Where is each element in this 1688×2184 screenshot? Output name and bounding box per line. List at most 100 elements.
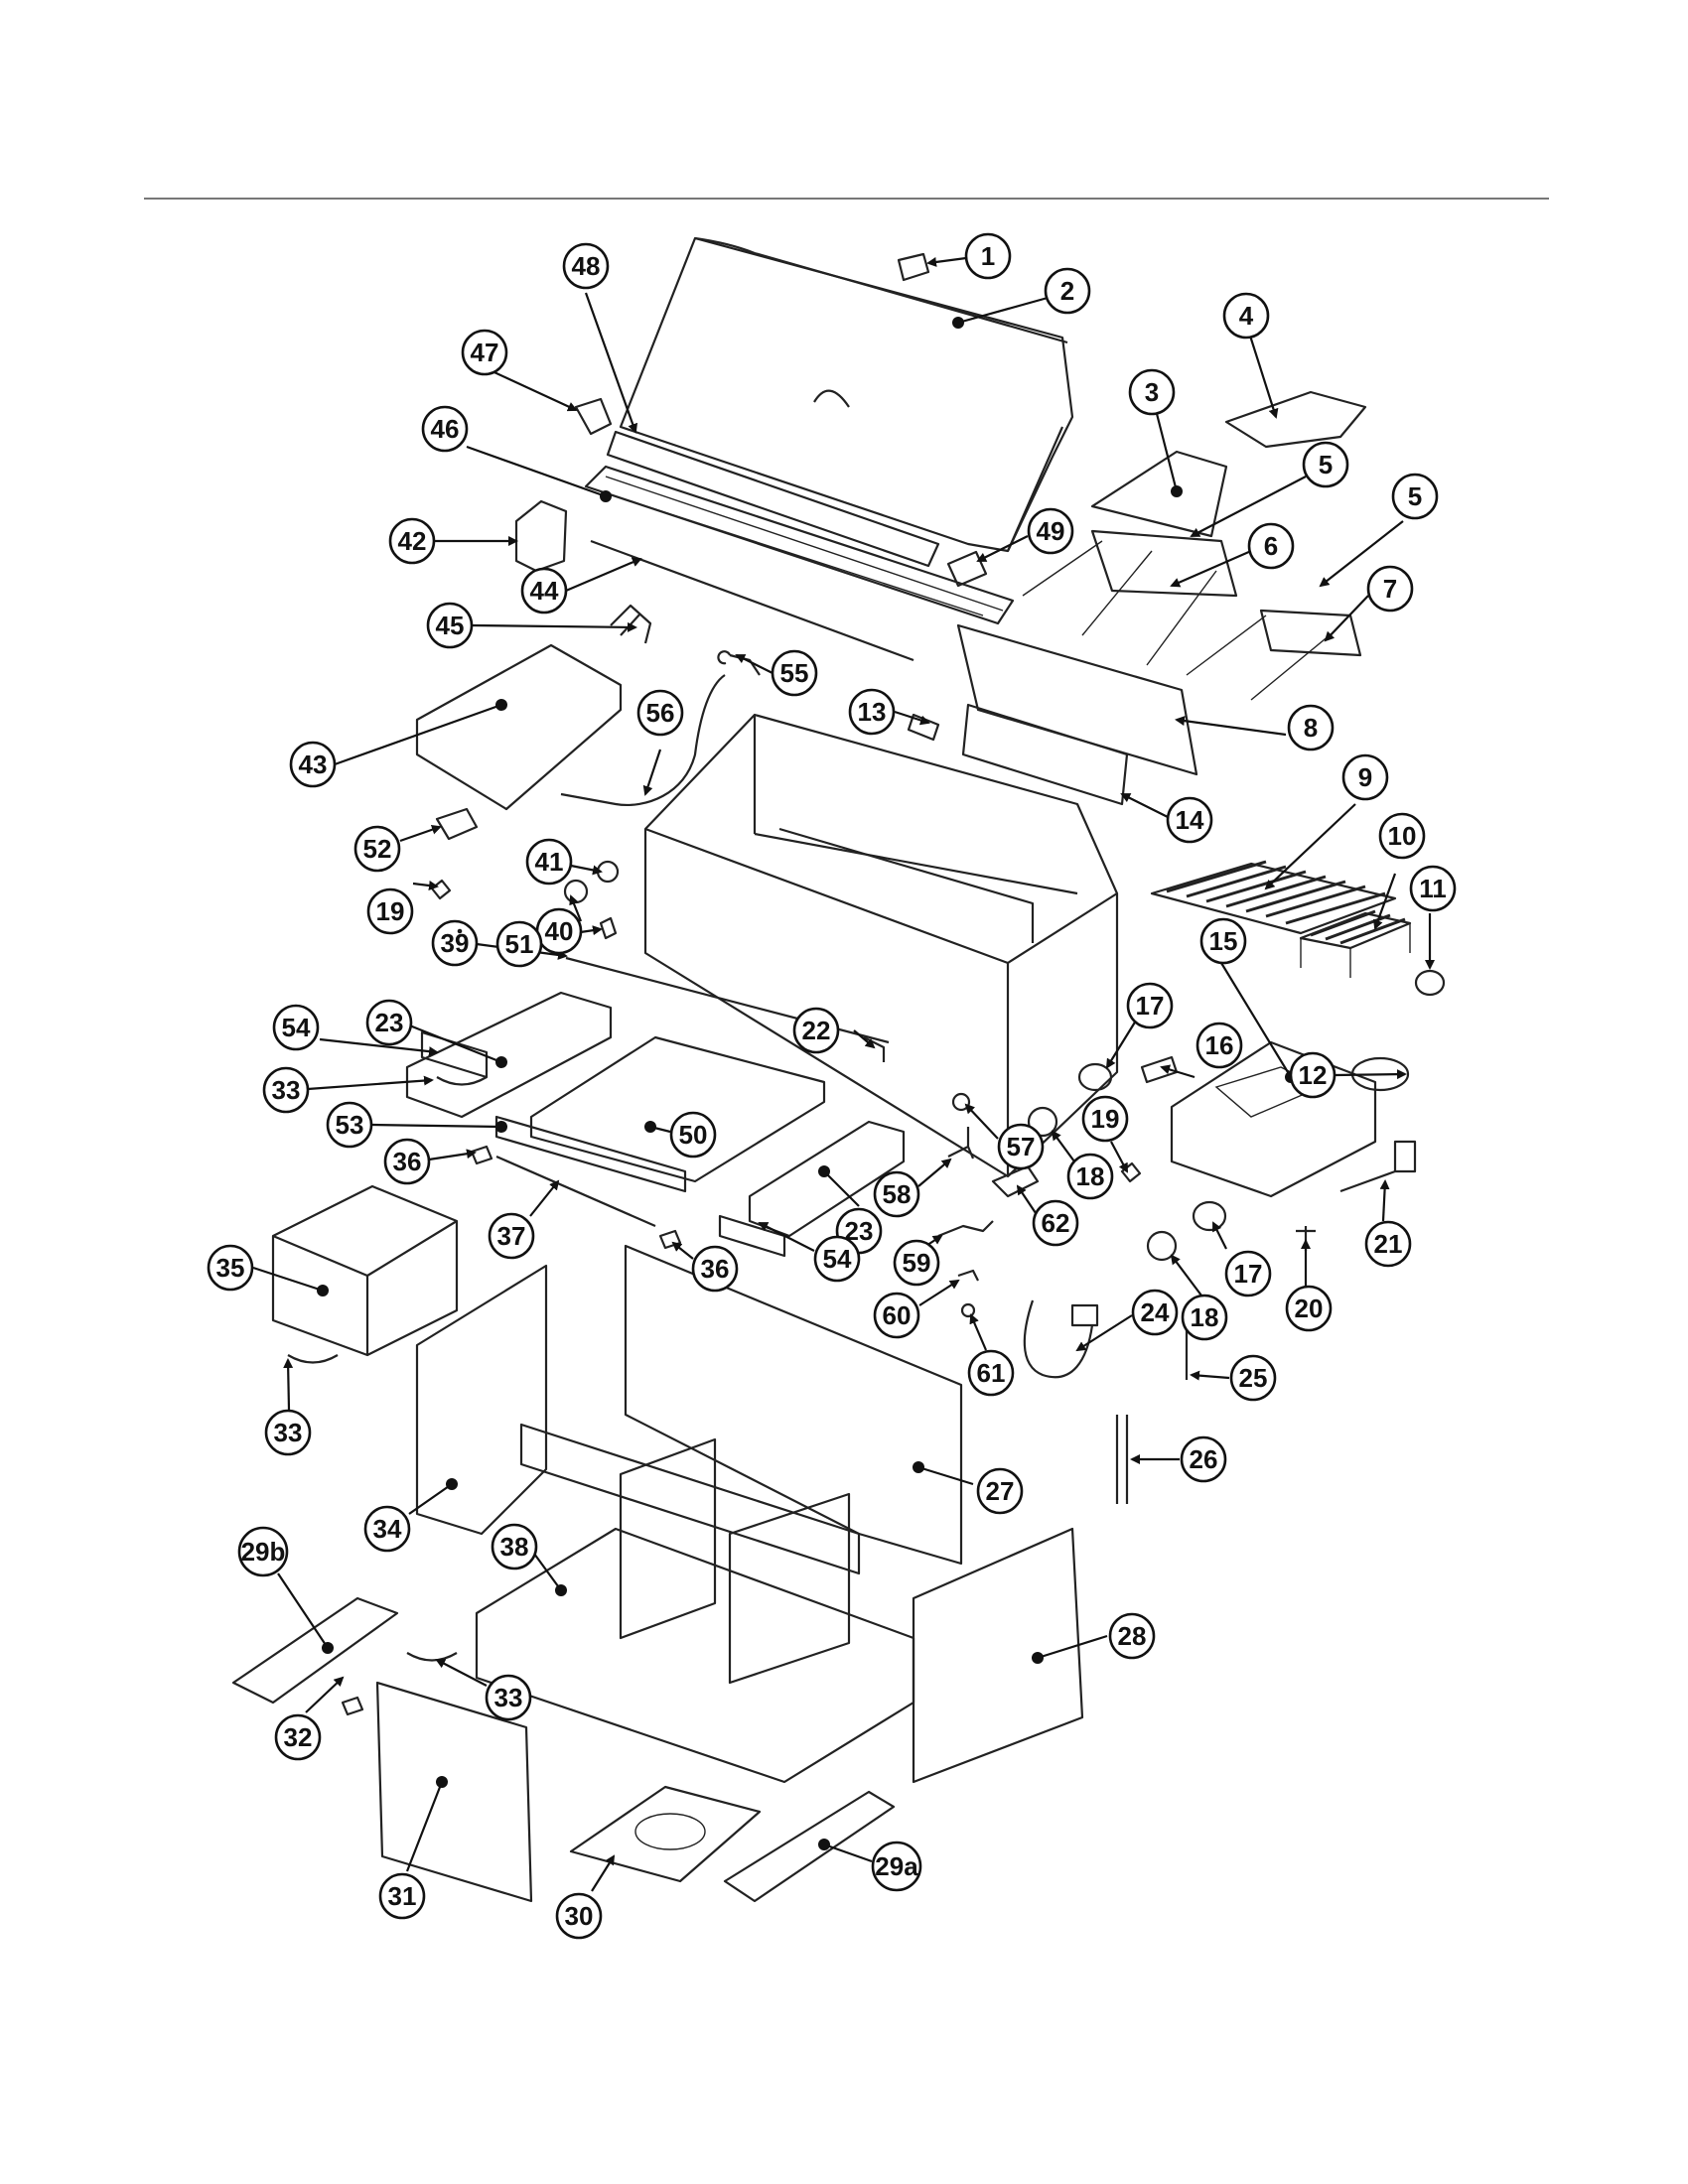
svg-text:18: 18 bbox=[1076, 1161, 1105, 1191]
handle-part bbox=[436, 1076, 488, 1086]
drawer-part-edge bbox=[272, 1220, 458, 1355]
svg-text:39: 39 bbox=[441, 928, 470, 958]
callout-18b: 18 bbox=[1181, 1294, 1228, 1341]
svg-text:25: 25 bbox=[1239, 1363, 1268, 1393]
side-burner-box-part bbox=[1170, 1040, 1377, 1198]
svg-text:33: 33 bbox=[272, 1075, 301, 1105]
small-grate-part bbox=[1299, 909, 1412, 978]
callout-40-bubble: 40 bbox=[535, 907, 583, 955]
svg-text:49: 49 bbox=[1037, 516, 1065, 546]
svg-text:58: 58 bbox=[883, 1179, 912, 1209]
callout-53: 53 bbox=[326, 1101, 373, 1149]
svg-text:15: 15 bbox=[1209, 926, 1238, 956]
callout-42: 42 bbox=[388, 517, 436, 565]
callout-35: 35 bbox=[207, 1244, 254, 1292]
electrode-part-right bbox=[1120, 1161, 1142, 1183]
callout-29a: 29a bbox=[871, 1841, 922, 1892]
svg-text:30: 30 bbox=[565, 1901, 594, 1931]
tank-plate-part bbox=[569, 1785, 762, 1883]
callout-14: 14 bbox=[1166, 796, 1213, 844]
frame-part bbox=[519, 1423, 861, 1575]
callout-32: 32 bbox=[274, 1713, 322, 1761]
callout-15: 15 bbox=[1199, 917, 1247, 965]
svg-text:14: 14 bbox=[1176, 805, 1204, 835]
callout-46: 46 bbox=[421, 405, 469, 453]
rod-part bbox=[590, 539, 914, 662]
svg-text:35: 35 bbox=[216, 1253, 245, 1283]
rear-burner-cover-part bbox=[956, 623, 1198, 776]
knob-part bbox=[1027, 1106, 1058, 1138]
rotisserie-fork-part bbox=[610, 604, 652, 644]
callout-23a: 23 bbox=[365, 999, 413, 1046]
callout-19b: 19 bbox=[1081, 1095, 1129, 1143]
knob-part-lower bbox=[1146, 1230, 1178, 1262]
burner-cap-part bbox=[1414, 969, 1446, 997]
callout-12: 12 bbox=[1289, 1051, 1336, 1099]
hose-part bbox=[560, 674, 726, 806]
callout-22: 22 bbox=[792, 1007, 840, 1054]
latch-part bbox=[341, 1696, 364, 1716]
left-panel-part bbox=[415, 1264, 548, 1536]
callout-51-bubble: 51 bbox=[495, 920, 543, 968]
svg-text:24: 24 bbox=[1141, 1297, 1170, 1327]
svg-text:18: 18 bbox=[1191, 1302, 1219, 1332]
regulator-hose-part bbox=[1023, 1299, 1099, 1379]
door-part bbox=[375, 1681, 533, 1903]
svg-text:33: 33 bbox=[494, 1683, 523, 1712]
callout-49: 49 bbox=[1027, 507, 1074, 555]
handle-bar-part bbox=[606, 430, 940, 568]
callout-18a: 18 bbox=[1066, 1153, 1114, 1200]
svg-text:37: 37 bbox=[497, 1221, 526, 1251]
valve-part bbox=[1339, 1140, 1417, 1193]
callout-29b: 29b bbox=[237, 1526, 289, 1577]
callout-34: 34 bbox=[363, 1505, 411, 1553]
svg-text:51: 51 bbox=[505, 929, 534, 959]
callout-9: 9 bbox=[1341, 753, 1389, 801]
callout-8: 8 bbox=[1287, 704, 1335, 751]
svg-text:8: 8 bbox=[1304, 713, 1318, 743]
callout-26: 26 bbox=[1180, 1435, 1227, 1483]
firebox-part bbox=[643, 713, 1119, 1178]
callout-13: 13 bbox=[848, 688, 896, 736]
svg-text:43: 43 bbox=[299, 750, 328, 779]
svg-text:57: 57 bbox=[1007, 1132, 1036, 1161]
callout-11: 11 bbox=[1409, 865, 1457, 912]
svg-text:19: 19 bbox=[376, 896, 405, 926]
caster-plate-right-part bbox=[723, 1790, 896, 1903]
svg-text:47: 47 bbox=[471, 338, 499, 367]
svg-text:3: 3 bbox=[1145, 377, 1159, 407]
bezel-part-lower bbox=[1192, 1200, 1227, 1232]
callout-5b: 5 bbox=[1391, 473, 1439, 520]
svg-text:38: 38 bbox=[500, 1532, 529, 1562]
svg-text:29a: 29a bbox=[875, 1851, 918, 1881]
fitting-part bbox=[599, 916, 618, 940]
callout-48: 48 bbox=[562, 242, 610, 290]
svg-text:16: 16 bbox=[1205, 1030, 1234, 1060]
svg-text:27: 27 bbox=[986, 1476, 1015, 1506]
callout-36a: 36 bbox=[383, 1138, 431, 1185]
svg-text:52: 52 bbox=[363, 834, 392, 864]
svg-text:17: 17 bbox=[1234, 1259, 1263, 1289]
svg-text:44: 44 bbox=[530, 576, 559, 606]
svg-text:7: 7 bbox=[1383, 574, 1397, 604]
callout-19a: 19 bbox=[366, 887, 414, 935]
handle-end-left-part bbox=[574, 397, 613, 436]
badge-part bbox=[897, 252, 930, 282]
callout-27: 27 bbox=[976, 1467, 1024, 1515]
callout-3: 3 bbox=[1128, 368, 1176, 416]
bezel-part bbox=[1077, 1062, 1113, 1092]
frame-upright-part bbox=[619, 1437, 717, 1640]
svg-text:33: 33 bbox=[274, 1418, 303, 1447]
rotisserie-rods-part bbox=[1022, 529, 1362, 701]
svg-text:56: 56 bbox=[646, 698, 675, 728]
svg-text:54: 54 bbox=[823, 1244, 852, 1274]
svg-text:17: 17 bbox=[1136, 991, 1165, 1021]
callout-1: 1 bbox=[964, 232, 1012, 280]
bracket-part bbox=[435, 807, 479, 841]
svg-text:29b: 29b bbox=[241, 1537, 286, 1567]
drip-tray-left-part bbox=[405, 991, 613, 1119]
svg-text:19: 19 bbox=[1091, 1104, 1120, 1134]
callout-43: 43 bbox=[289, 741, 337, 788]
callout-56: 56 bbox=[636, 689, 684, 737]
